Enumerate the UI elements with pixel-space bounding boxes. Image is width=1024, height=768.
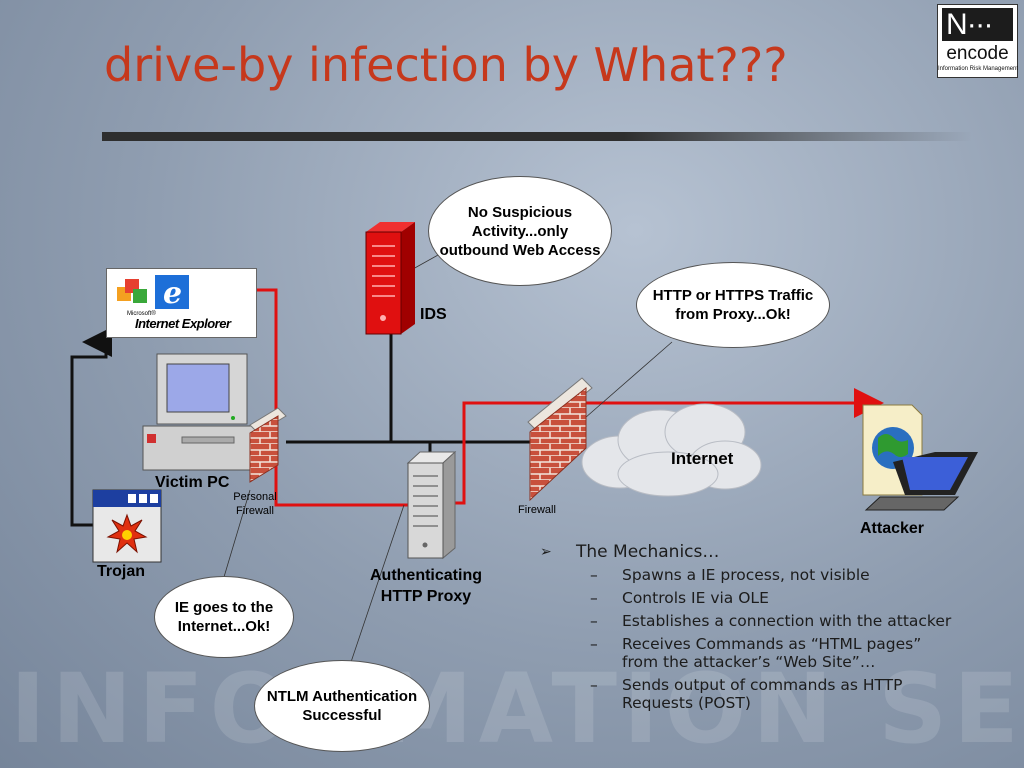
internet-cloud-icon <box>581 403 762 497</box>
trojan-label: Trojan <box>97 563 146 580</box>
slide-title: drive-by infection by What??? <box>104 38 788 92</box>
list-item-text: Controls IE via OLE <box>622 589 769 607</box>
list-item-text: Establishes a connection with the attack… <box>622 612 952 630</box>
logo-word: encode <box>946 43 1009 64</box>
ie-ok-callout: IE goes to the Internet...Ok! <box>154 576 294 658</box>
firewall-icon <box>527 377 593 502</box>
network-links <box>286 330 530 452</box>
proxy-label: Authenticating HTTP Proxy <box>370 567 482 605</box>
ids-server-icon <box>365 222 415 335</box>
mechanics-heading: ➢ The Mechanics… <box>540 540 960 564</box>
internet-explorer-logo: e Microsoft® Internet Explorer <box>106 268 257 338</box>
list-item: –Receives Commands as “HTML pages” from … <box>590 635 922 671</box>
mechanics-list: ➢ The Mechanics… –Spawns a IE process, n… <box>540 540 960 717</box>
list-item-text: Spawns a IE process, not visible <box>622 566 870 584</box>
infection-path <box>257 288 884 507</box>
list-item: –Controls IE via OLE <box>590 589 769 607</box>
internet-label: Internet <box>671 449 734 468</box>
title-divider <box>102 132 972 141</box>
ids-label: IDS <box>420 306 447 323</box>
encode-logo: N∙∙∙ encode Information Risk Management <box>937 4 1018 78</box>
personal-firewall-icon <box>249 407 287 483</box>
list-item: –Sends output of commands as HTTP Reques… <box>590 676 903 712</box>
ie-logo-icon: e <box>117 275 189 311</box>
firewall-label: Firewall <box>518 504 556 516</box>
trojan-window-icon <box>92 489 162 563</box>
background-watermark: INFORMATION SECURITY <box>10 653 1024 765</box>
proxy-traffic-callout: HTTP or HTTPS Traffic from Proxy...Ok! <box>636 262 830 348</box>
ie-brand-name: Internet Explorer <box>135 316 231 331</box>
logo-tagline: Information Risk Management <box>938 66 1019 72</box>
attacker-label: Attacker <box>860 520 925 537</box>
mechanics-heading-text: The Mechanics… <box>576 542 720 562</box>
list-item: –Establishes a connection with the attac… <box>590 612 952 630</box>
trojan-to-ie-arrow <box>70 327 112 527</box>
arrow-bullet-icon: ➢ <box>540 544 552 560</box>
ids-callout: No Suspicious Activity...only outbound W… <box>428 176 612 286</box>
ie-brand-small: Microsoft® <box>127 311 156 317</box>
list-item: –Spawns a IE process, not visible <box>590 566 870 584</box>
list-item-text: Receives Commands as “HTML pages” from t… <box>622 635 922 671</box>
proxy-server-icon <box>406 450 457 560</box>
personal-firewall-label: Personal Firewall <box>233 491 277 517</box>
list-item-text: Sends output of commands as HTTP Request… <box>622 676 903 712</box>
attacker-icon <box>862 404 978 511</box>
mechanics-items: –Spawns a IE process, not visible –Contr… <box>540 566 960 712</box>
svg-text:e: e <box>163 276 182 311</box>
logo-mark: N∙∙∙ <box>942 8 1013 41</box>
ntlm-callout: NTLM Authentication Successful <box>254 660 430 752</box>
victim-pc-label: Victim PC <box>155 474 230 491</box>
victim-pc-icon <box>142 353 262 471</box>
